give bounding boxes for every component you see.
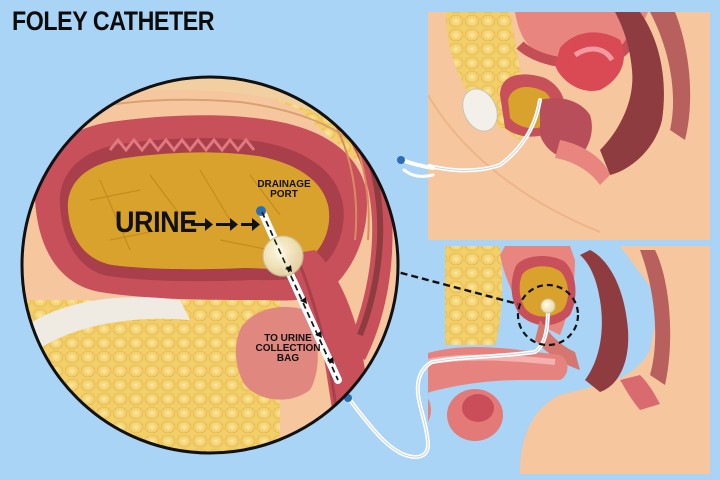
page-title: FOLEY CATHETER xyxy=(12,6,215,36)
drainage-port-label-line: DRAINAGE xyxy=(257,179,311,190)
male-pelvis-panel xyxy=(428,246,710,474)
drainage-port-label-line: PORT xyxy=(270,189,298,200)
collection-bag-label-line: TO URINE xyxy=(264,333,312,344)
female-pelvis-panel xyxy=(428,12,710,240)
collection-bag-label: TO URINE COLLECTION BAG xyxy=(243,334,333,364)
magnified-bladder-view xyxy=(22,77,398,453)
zoom-region-circle xyxy=(516,283,580,347)
urine-flow-arrows xyxy=(191,218,260,231)
drainage-port-tip xyxy=(256,206,266,216)
drainage-port-label: DRAINAGE PORT xyxy=(244,180,324,200)
zoom-connector-line xyxy=(389,268,519,306)
collection-bag-label-line: COLLECTION xyxy=(255,343,321,354)
female-catheter-tip xyxy=(397,156,405,164)
magnifier-border xyxy=(20,75,400,455)
male-balloon xyxy=(540,298,556,314)
urine-label: URINE xyxy=(115,206,197,239)
collection-bag-label-line: BAG xyxy=(276,353,300,364)
catheter-balloon xyxy=(262,235,304,277)
